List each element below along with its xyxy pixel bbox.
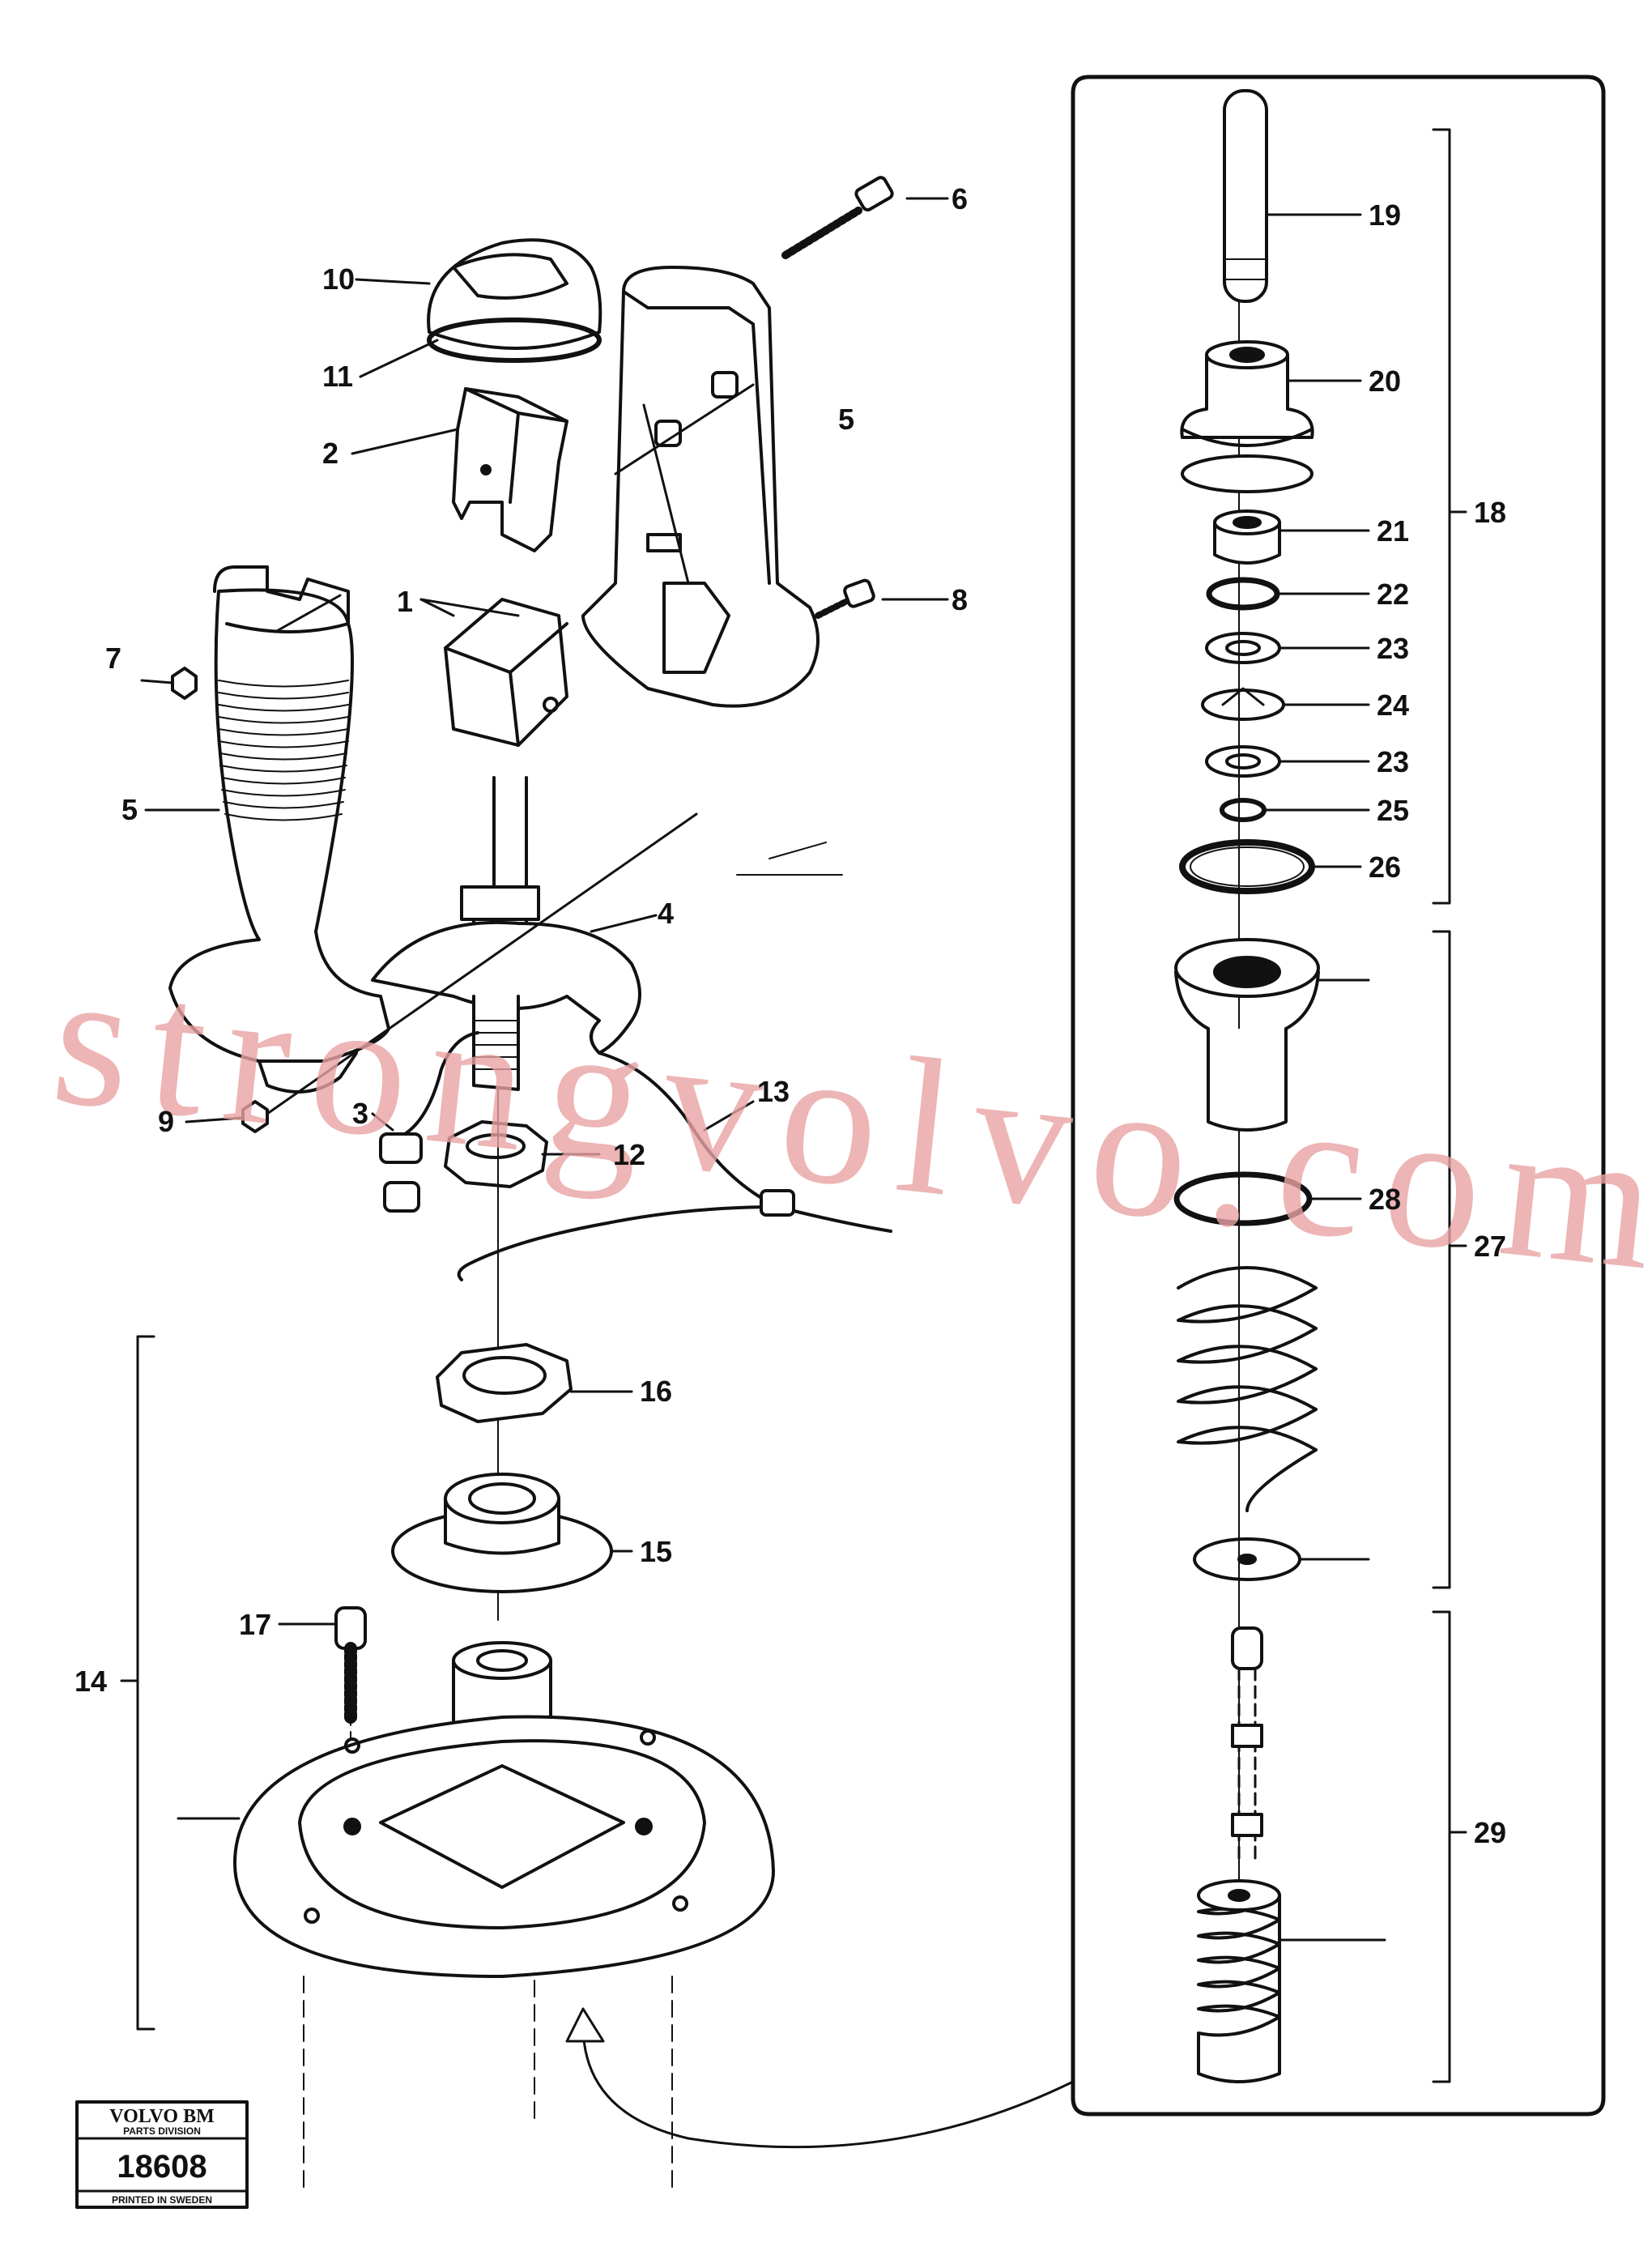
screw-8: [815, 578, 875, 619]
threaded-stem: [472, 995, 520, 1091]
leader-lines-inset: [1262, 213, 1386, 1942]
part-label: 5: [121, 793, 138, 826]
nut-7: [171, 667, 198, 700]
part-label: 28: [1369, 1183, 1401, 1216]
washer-23b: [1205, 745, 1281, 778]
seal-26: [1179, 839, 1315, 894]
ring-11: [427, 318, 602, 363]
ring-25: [1220, 798, 1267, 822]
return-arrow: [565, 2007, 1075, 2149]
part-label: 13: [757, 1075, 790, 1108]
part-labels: 1 2 3 4 5 5 6 7 8 9 10 11 12 13 14 15 16…: [75, 182, 1506, 1849]
part-label: 24: [1377, 688, 1409, 722]
part-label: 21: [1377, 514, 1409, 548]
part-label: 4: [658, 897, 674, 930]
part-label: 23: [1377, 632, 1409, 665]
part-label: 19: [1369, 198, 1401, 232]
spring-29: [1197, 1879, 1281, 2083]
part-label: 10: [322, 262, 355, 296]
grip-shell-5-right: [581, 266, 820, 708]
spacer-24: [1201, 687, 1285, 721]
stamp-printed: PRINTED IN SWEDEN: [112, 2194, 212, 2206]
stamp-brand: VOLVO BM: [109, 2106, 215, 2127]
bushing-21: [1213, 509, 1281, 565]
part-label: 17: [239, 1608, 271, 1641]
guide-20: [1180, 340, 1314, 493]
flange-15: [391, 1473, 613, 1593]
nut-16: [436, 1343, 573, 1423]
part-label: 2: [322, 437, 338, 470]
bracket-27: [1432, 930, 1467, 1589]
inset-panel-frame: [1071, 75, 1606, 2117]
part-label: 8: [952, 583, 968, 616]
sleeve-27: [1174, 938, 1320, 1132]
bracket-18: [1432, 128, 1467, 905]
part-label: 20: [1369, 364, 1401, 398]
stamp-number: 18608: [117, 2149, 206, 2185]
nut-12: [444, 1120, 548, 1188]
part-label: 15: [640, 1535, 672, 1568]
part-label: 3: [352, 1097, 368, 1130]
nut-9: [241, 1100, 269, 1133]
circlip-22: [1206, 577, 1280, 611]
screw-6: [781, 176, 894, 259]
leader-lines-main: [140, 197, 949, 1820]
part-label: 5: [838, 403, 854, 436]
bracket-29: [1432, 1610, 1467, 2083]
pin-29: [1231, 1626, 1263, 1865]
part-label: 12: [613, 1138, 645, 1171]
microswitch-1: [444, 598, 568, 747]
part-label: 14: [75, 1665, 107, 1698]
part-label: 27: [1474, 1230, 1506, 1263]
part-label: 11: [322, 360, 353, 393]
watermark: strongvolvo.com: [45, 928, 1652, 1313]
part-label: 25: [1377, 794, 1409, 827]
boot-4: [371, 920, 641, 1055]
part-label: 9: [158, 1105, 174, 1138]
bracket-14: [120, 1335, 155, 2031]
part-label: 6: [952, 182, 968, 215]
part-label: 1: [397, 585, 413, 618]
part-label: 7: [105, 642, 121, 675]
volvo-bm-stamp: VOLVO BM PARTS DIVISION 18608 PRINTED IN…: [75, 2100, 249, 2209]
part-label: 26: [1369, 850, 1401, 884]
mounting-lines: [303, 1976, 673, 2196]
cap-10: [427, 238, 602, 350]
plunger-19: [1223, 89, 1268, 303]
stamp-division: PARTS DIVISION: [123, 2125, 201, 2137]
part-label: 22: [1377, 578, 1409, 611]
cable-13: [457, 1051, 892, 1281]
part-label: 18: [1474, 496, 1506, 529]
cable-3: [379, 1031, 479, 1213]
base-plate-14: [233, 1715, 775, 1978]
spring-27: [1177, 1266, 1318, 1512]
washer-23a: [1205, 632, 1281, 664]
clip-2: [452, 387, 568, 552]
spring-seat-27: [1193, 1537, 1301, 1581]
part-label: 29: [1474, 1816, 1506, 1849]
part-label: 23: [1377, 745, 1409, 778]
part-label: 16: [640, 1375, 672, 1408]
